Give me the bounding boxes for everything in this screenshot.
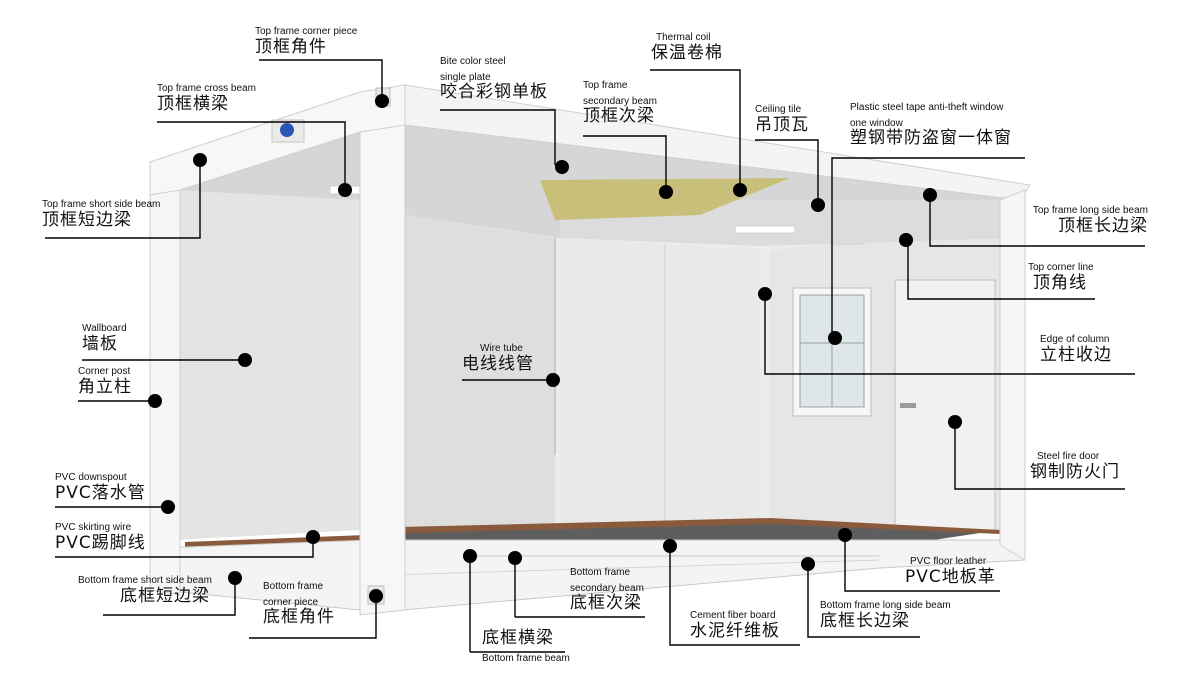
label-bottom-frame-corner-piece: Bottom frame corner piece 底框角件 bbox=[263, 581, 335, 628]
label-en: Thermal coil bbox=[656, 32, 711, 43]
label-pvc-skirting-wire: PVC skirting wire PVC踢脚线 bbox=[55, 522, 146, 553]
right-post bbox=[999, 189, 1026, 561]
label-bottom-frame-beam: 底框横梁 Bottom frame beam bbox=[482, 628, 570, 664]
label-zh: 墙板 bbox=[82, 333, 118, 354]
label-zh: 水泥纤维板 bbox=[690, 620, 780, 641]
label-en: single plate bbox=[440, 71, 491, 83]
label-en: PVC downspout bbox=[55, 472, 127, 483]
label-edge-of-column: Edge of column 立柱收边 bbox=[1040, 334, 1112, 365]
label-en: corner piece bbox=[263, 596, 319, 608]
label-top-frame-secondary-beam: Top frame secondary beam 顶框次梁 bbox=[583, 80, 657, 127]
label-zh: 电线线管 bbox=[462, 353, 534, 374]
label-top-frame-short-side-beam: Top frame short side beam 顶框短边梁 bbox=[42, 199, 160, 230]
label-zh: 立柱收边 bbox=[1040, 344, 1112, 365]
label-en: Bottom frame bbox=[570, 567, 631, 578]
label-plastic-steel-window: Plastic steel tape anti-theft window one… bbox=[850, 102, 1012, 149]
label-zh: 顶框角件 bbox=[255, 36, 327, 57]
label-en: Edge of column bbox=[1040, 334, 1110, 345]
label-bite-color-steel: Bite color steel single plate 咬合彩钢单板 bbox=[440, 56, 548, 103]
center-wall bbox=[405, 215, 555, 530]
label-bottom-frame-long-side-beam: Bottom frame long side beam 底框长边梁 bbox=[820, 600, 951, 631]
label-top-frame-cross-beam: Top frame cross beam 顶框横梁 bbox=[157, 83, 256, 114]
label-top-frame-corner-piece: Top frame corner piece 顶框角件 bbox=[255, 26, 357, 57]
label-cement-fiber-board: Cement fiber board 水泥纤维板 bbox=[690, 610, 780, 641]
label-en: Bottom frame short side beam bbox=[78, 575, 212, 586]
label-steel-fire-door: Steel fire door 钢制防火门 bbox=[1030, 451, 1120, 482]
label-en: one window bbox=[850, 117, 903, 129]
label-zh: PVC踢脚线 bbox=[55, 532, 146, 553]
label-en: Wire tube bbox=[480, 343, 523, 354]
label-en: secondary beam bbox=[570, 582, 644, 594]
insulation-strip bbox=[540, 178, 790, 220]
label-en: Bottom frame beam bbox=[482, 652, 570, 664]
label-zh: 顶框长边梁 bbox=[1058, 215, 1148, 236]
label-pvc-downspout: PVC downspout PVC落水管 bbox=[55, 472, 146, 503]
mid-back-wall bbox=[560, 238, 760, 525]
label-en: Ceiling tile bbox=[755, 104, 802, 115]
label-zh: 底框横梁 bbox=[482, 628, 554, 648]
label-en: Steel fire door bbox=[1037, 451, 1100, 462]
label-en: Bottom frame long side beam bbox=[820, 600, 951, 611]
label-zh: PVC落水管 bbox=[55, 482, 146, 503]
label-top-corner-line: Top corner line 顶角线 bbox=[1028, 262, 1094, 293]
label-wire-tube: Wire tube 电线线管 bbox=[462, 343, 534, 374]
front-post bbox=[359, 84, 406, 616]
label-zh: 保温卷棉 bbox=[651, 42, 723, 63]
label-en: Top frame bbox=[583, 80, 628, 91]
label-en: Wallboard bbox=[82, 323, 127, 334]
label-en: Corner post bbox=[78, 366, 131, 377]
label-zh: 塑钢带防盗窗一体窗 bbox=[850, 128, 1012, 148]
label-bottom-frame-short-side-beam: Bottom frame short side beam 底框短边梁 bbox=[78, 575, 212, 606]
label-zh: 顶框次梁 bbox=[583, 106, 655, 126]
label-en: Top frame short side beam bbox=[42, 199, 161, 210]
label-en: Bite color steel bbox=[440, 56, 506, 67]
label-zh: 顶框横梁 bbox=[157, 93, 229, 114]
label-zh: 顶框短边梁 bbox=[42, 209, 132, 230]
label-ceiling-tile: Ceiling tile 吊顶瓦 bbox=[755, 104, 809, 135]
ceiling-light bbox=[734, 225, 796, 234]
label-zh: PVC地板革 bbox=[905, 566, 996, 587]
label-en: Bottom frame bbox=[263, 581, 324, 592]
label-zh: 咬合彩钢单板 bbox=[440, 82, 548, 102]
label-bottom-frame-secondary-beam: Bottom frame secondary beam 底框次梁 bbox=[570, 567, 644, 614]
label-en: Top frame cross beam bbox=[157, 83, 256, 94]
label-en: secondary beam bbox=[583, 95, 657, 107]
label-zh: 底框长边梁 bbox=[820, 610, 910, 631]
callout-dots bbox=[148, 94, 962, 603]
label-en: Cement fiber board bbox=[690, 610, 776, 621]
label-zh: 吊顶瓦 bbox=[755, 114, 809, 135]
label-en: PVC skirting wire bbox=[55, 522, 132, 533]
label-zh: 底框短边梁 bbox=[120, 585, 210, 606]
label-en: PVC floor leather bbox=[910, 556, 987, 567]
label-wallboard: Wallboard 墙板 bbox=[82, 323, 127, 354]
label-en: Plastic steel tape anti-theft window bbox=[850, 102, 1004, 113]
label-en: Top frame long side beam bbox=[1032, 205, 1148, 216]
label-zh: 钢制防火门 bbox=[1030, 461, 1120, 482]
label-en: Top frame corner piece bbox=[255, 26, 358, 37]
floor-leather bbox=[400, 518, 1000, 534]
label-zh: 角立柱 bbox=[78, 376, 132, 397]
label-pvc-floor-leather: PVC floor leather PVC地板革 bbox=[905, 556, 996, 587]
label-zh: 底框次梁 bbox=[570, 593, 642, 613]
leader-lines bbox=[45, 59, 1145, 653]
label-corner-post: Corner post 角立柱 bbox=[78, 366, 132, 397]
label-top-frame-long-side-beam: Top frame long side beam 顶框长边梁 bbox=[1033, 205, 1148, 236]
left-wall bbox=[175, 190, 360, 540]
label-zh: 顶角线 bbox=[1033, 272, 1087, 293]
label-zh: 底框角件 bbox=[263, 607, 335, 627]
label-thermal-coil: Thermal coil 保温卷棉 bbox=[651, 32, 723, 63]
label-en: Top corner line bbox=[1028, 262, 1094, 273]
